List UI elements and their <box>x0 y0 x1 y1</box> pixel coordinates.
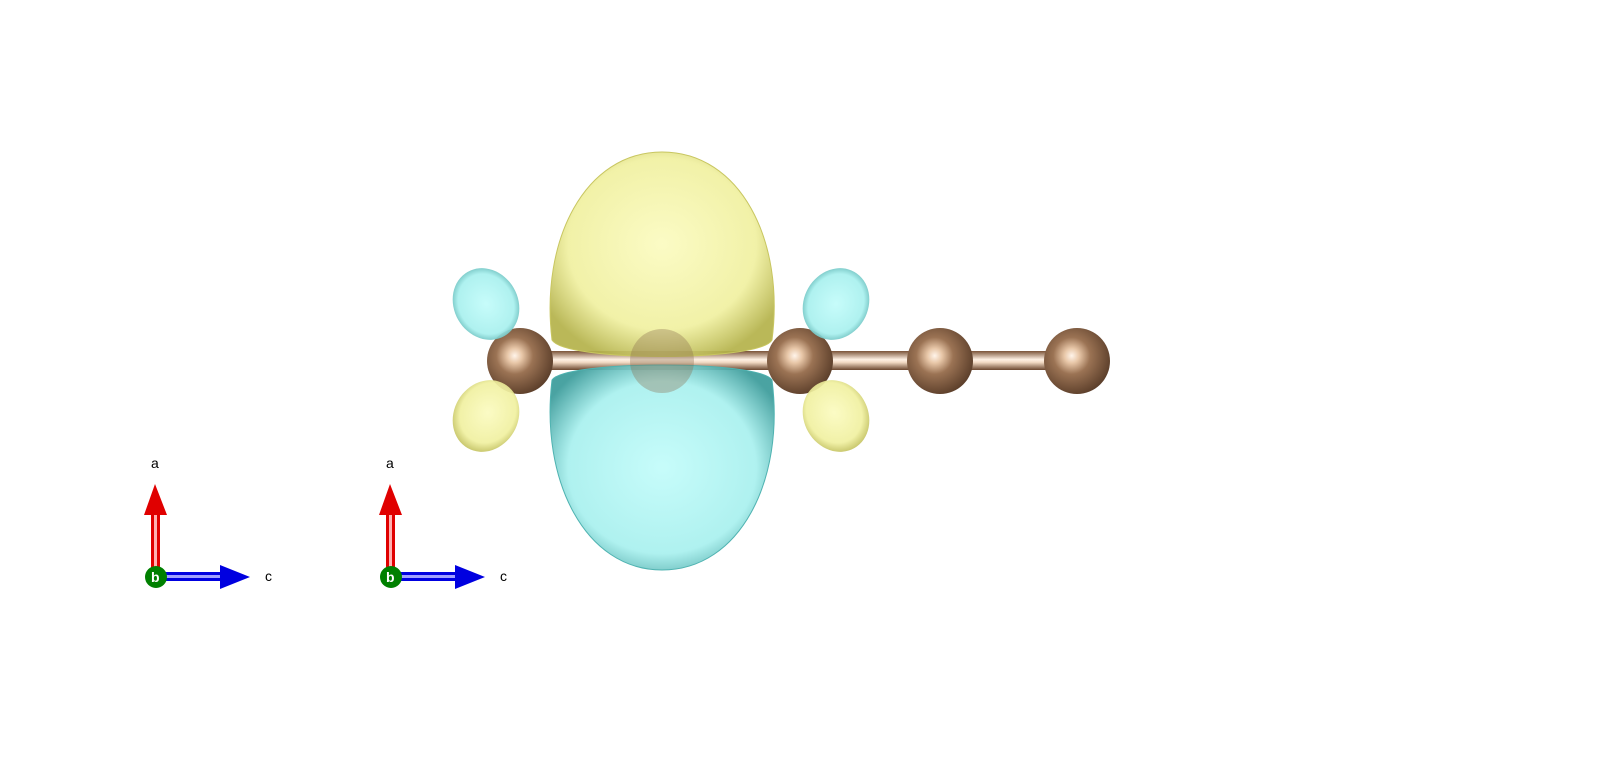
large-cyan-lobe-icon <box>549 364 775 571</box>
atom-1 <box>487 328 553 394</box>
c-axis-label: c <box>265 568 272 584</box>
a-axis-arrow-icon <box>379 484 402 515</box>
small-yellow-lobe-left-icon <box>452 380 520 452</box>
b-axis-label: b <box>386 569 395 585</box>
bond-3 <box>940 351 1077 370</box>
axis-triad-2: a c b <box>379 455 507 589</box>
atom-5 <box>1044 328 1110 394</box>
a-axis-label: a <box>386 455 394 471</box>
bond-1 <box>520 351 800 370</box>
atom-3 <box>767 328 833 394</box>
bond-2 <box>800 351 940 370</box>
atom-4 <box>907 328 973 394</box>
a-axis-label: a <box>151 455 159 471</box>
a-axis-arrow-icon <box>144 484 167 515</box>
c-axis-arrow-icon <box>220 565 250 589</box>
atom-2 <box>630 329 694 393</box>
large-yellow-lobe-icon <box>549 151 775 357</box>
small-cyan-lobe-left-icon <box>452 268 520 340</box>
axis-triad-1: a c b <box>144 455 272 589</box>
b-axis-dot-icon <box>380 566 402 588</box>
small-yellow-lobe-right-icon <box>802 380 870 452</box>
molecule <box>452 151 1110 571</box>
b-axis-dot-icon <box>145 566 167 588</box>
c-axis-arrow-icon <box>455 565 485 589</box>
b-axis-label: b <box>151 569 160 585</box>
c-axis-label: c <box>500 568 507 584</box>
small-cyan-lobe-right-icon <box>802 268 870 340</box>
